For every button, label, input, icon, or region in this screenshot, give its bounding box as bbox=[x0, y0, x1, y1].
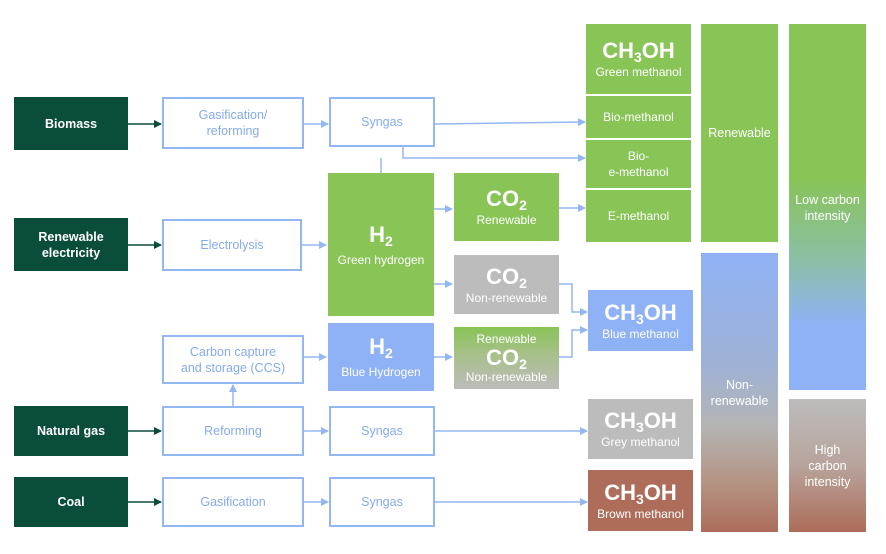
non-renewable-bar-label-2: renewable bbox=[710, 393, 769, 408]
co2-mixed-renewable-label: Renewable bbox=[476, 332, 537, 346]
blue-hydrogen-label: Blue Hydrogen bbox=[341, 365, 421, 379]
blue-hydrogen-box: H2 Blue Hydrogen bbox=[328, 323, 434, 391]
co2-non-renewable-box: CO2 Non-renewable bbox=[454, 255, 559, 314]
grey-methanol-label: Grey methanol bbox=[601, 435, 680, 449]
methanol-formula: CH3OH bbox=[604, 299, 677, 327]
e-methanol-box: E-methanol bbox=[586, 190, 691, 242]
low-carbon-label-1: Low carbon bbox=[795, 193, 860, 207]
process-gasification-label: Gasification bbox=[200, 495, 266, 509]
bio-e-methanol-label-2: e-methanol bbox=[608, 165, 669, 179]
grey-methanol-box: CH3OH Grey methanol bbox=[588, 399, 693, 459]
e-methanol-label: E-methanol bbox=[607, 209, 670, 223]
h2-formula: H2 bbox=[369, 221, 393, 249]
non-renewable-bar: Non- renewable bbox=[701, 253, 778, 532]
source-biomass: Biomass bbox=[14, 97, 128, 150]
source-renewable-electricity-label-1: Renewable bbox=[38, 229, 104, 244]
high-carbon-intensity-bar: High carbon intensity bbox=[789, 399, 866, 532]
green-methanol-label: Green methanol bbox=[595, 65, 682, 79]
brown-methanol-label: Brown methanol bbox=[597, 506, 684, 521]
process-gasification-reforming: Gasification/ reforming bbox=[162, 97, 304, 149]
green-hydrogen-label: Green hydrogen bbox=[337, 252, 425, 267]
process-ccs-label-2: and storage (CCS) bbox=[180, 360, 286, 375]
process-syngas-label: Syngas bbox=[361, 115, 403, 129]
bio-methanol-label: Bio-methanol bbox=[603, 110, 674, 124]
source-natural-gas-label: Natural gas bbox=[36, 424, 106, 438]
source-biomass-label: Biomass bbox=[44, 116, 98, 131]
process-syngas-label: Syngas bbox=[361, 424, 403, 438]
process-reforming-label: Reforming bbox=[204, 424, 262, 438]
co2-renewable-box: CO2 Renewable bbox=[454, 173, 559, 241]
co2-renewable-label: Renewable bbox=[476, 213, 537, 227]
low-carbon-label-2: intensity bbox=[804, 209, 851, 223]
co2-mixed-box: Renewable CO2 Non-renewable bbox=[454, 327, 559, 389]
methanol-formula: CH3OH bbox=[604, 479, 677, 507]
co2-mixed-non-renewable-label: Non-renewable bbox=[465, 370, 548, 384]
high-carbon-label-1: High bbox=[814, 442, 841, 457]
source-natural-gas: Natural gas bbox=[14, 406, 128, 456]
bio-methanol-box: Bio-methanol bbox=[586, 96, 691, 138]
methanol-formula: CH3OH bbox=[604, 408, 677, 435]
process-electrolysis: Electrolysis bbox=[162, 219, 302, 271]
process-syngas-biomass: Syngas bbox=[329, 97, 435, 147]
bio-e-methanol-label-1: Bio- bbox=[627, 149, 650, 163]
renewable-bar: Renewable bbox=[701, 24, 778, 242]
co2-formula: CO2 bbox=[486, 186, 527, 213]
process-gasification-reforming-label-1: Gasification/ bbox=[198, 108, 268, 122]
process-electrolysis-label: Electrolysis bbox=[200, 238, 264, 252]
co2-formula: CO2 bbox=[486, 263, 527, 291]
process-ccs: Carbon capture and storage (CCS) bbox=[162, 335, 304, 384]
source-renewable-electricity-label-2: electricity bbox=[41, 245, 101, 260]
co2-formula: CO2 bbox=[486, 345, 527, 372]
low-carbon-intensity-bar: Low carbon intensity bbox=[789, 24, 866, 390]
process-syngas-coal: Syngas bbox=[329, 477, 435, 527]
renewable-bar-label: Renewable bbox=[708, 126, 771, 140]
co2-non-renewable-label: Non-renewable bbox=[465, 290, 548, 305]
bio-e-methanol-box: Bio- e-methanol bbox=[586, 140, 691, 188]
blue-methanol-box: CH3OH Blue methanol bbox=[588, 290, 693, 351]
process-reforming: Reforming bbox=[162, 406, 304, 456]
non-renewable-bar-label-1: Non- bbox=[725, 377, 754, 392]
green-methanol-box: CH3OH Green methanol bbox=[586, 24, 691, 94]
process-ccs-label-1: Carbon capture bbox=[189, 344, 277, 359]
h2-formula: H2 bbox=[369, 334, 393, 361]
methanol-formula: CH3OH bbox=[602, 38, 675, 65]
process-syngas-natural-gas: Syngas bbox=[329, 406, 435, 456]
process-syngas-label: Syngas bbox=[361, 495, 403, 509]
high-carbon-label-2: carbon bbox=[808, 458, 847, 473]
green-hydrogen-box: H2 Green hydrogen bbox=[328, 173, 434, 316]
source-coal-label: Coal bbox=[57, 495, 85, 509]
high-carbon-label-3: intensity bbox=[804, 474, 851, 489]
process-gasification: Gasification bbox=[162, 477, 304, 527]
process-gasification-reforming-label-2: reforming bbox=[206, 124, 260, 138]
blue-methanol-label: Blue methanol bbox=[602, 326, 679, 341]
source-coal: Coal bbox=[14, 477, 128, 527]
brown-methanol-box: CH3OH Brown methanol bbox=[588, 470, 693, 531]
source-renewable-electricity: Renewable electricity bbox=[14, 218, 128, 271]
